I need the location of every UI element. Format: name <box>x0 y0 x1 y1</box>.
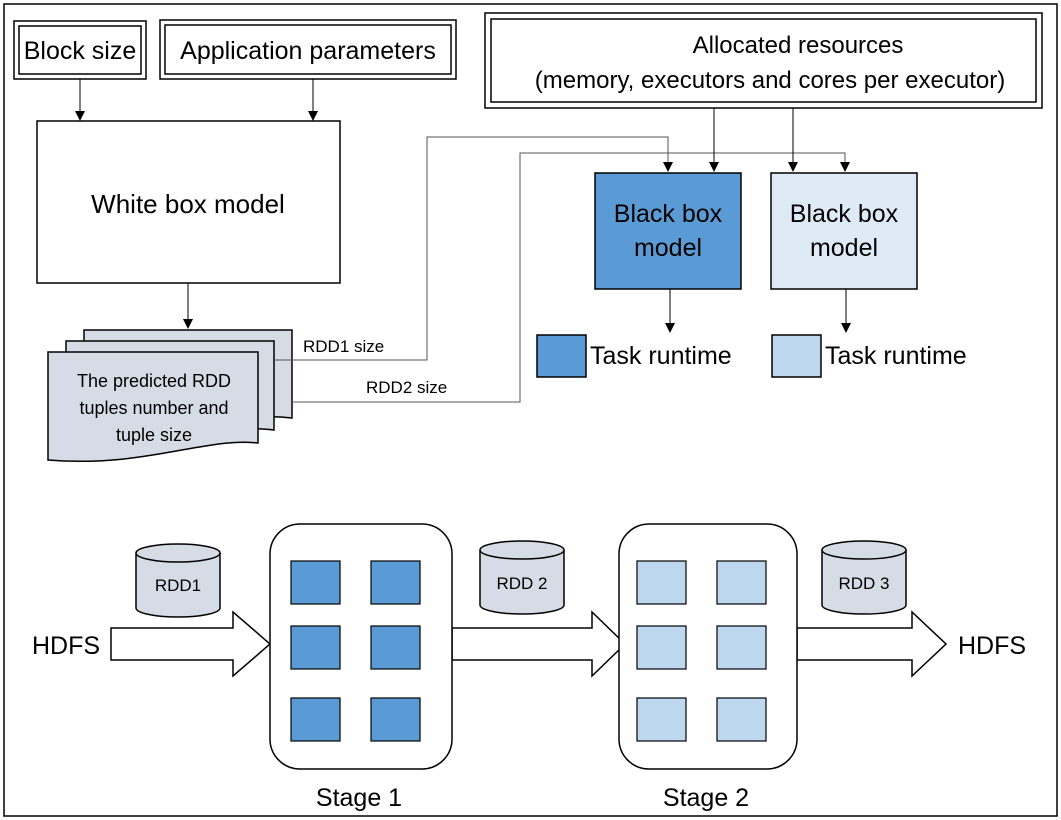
task-runtime-1: Task runtime <box>536 334 732 378</box>
stage1-task <box>370 697 421 742</box>
hdfs-to-stage1-arrow <box>110 610 272 678</box>
allocated-resources-title: Allocated resources <box>693 32 904 59</box>
rdd2-size-connector <box>292 152 850 403</box>
application-parameters-label: Application parameters <box>180 37 436 65</box>
rdd1-cylinder: RDD1 <box>135 543 221 618</box>
rdd1-size-connector <box>275 136 673 361</box>
prediction-line-3: tuple size <box>116 425 192 445</box>
black-box-model-2: Black box model <box>770 172 918 290</box>
black-box-model-1: Black box model <box>594 172 742 290</box>
hdfs-output-label: HDFS <box>958 632 1026 660</box>
stage1-to-stage2-arrow <box>451 610 627 678</box>
rdd3-cylinder: RDD 3 <box>821 540 907 615</box>
stage2-task <box>716 625 767 670</box>
stage2-to-hdfs-arrow <box>796 610 948 678</box>
rdd1-label: RDD1 <box>155 576 201 595</box>
prediction-line-2: tuples number and <box>79 398 228 418</box>
rdd2-label: RDD 2 <box>496 574 547 593</box>
stage2-task <box>716 560 767 605</box>
stage2-task <box>636 697 687 742</box>
black-box-model-1-line2: model <box>634 234 702 262</box>
prediction-line-1: The predicted RDD <box>77 371 231 391</box>
allocated-resources-detail: (memory, executors and cores per executo… <box>535 67 1005 94</box>
predicted-rdd-documents: The predicted RDD tuples number and tupl… <box>47 329 293 463</box>
stage1-task <box>290 560 341 605</box>
stage1-task <box>290 625 341 670</box>
rdd3-label: RDD 3 <box>838 574 889 593</box>
task-runtime-2-label: Task runtime <box>825 342 967 370</box>
black-box-model-1-line1: Black box <box>614 200 723 228</box>
block-size-box: Block size <box>13 20 147 80</box>
task-runtime-1-label: Task runtime <box>590 342 732 370</box>
stage-1 <box>269 523 453 770</box>
task-runtime-1-swatch <box>536 334 587 378</box>
black-box-model-2-line2: model <box>810 234 878 262</box>
stage-1-label: Stage 1 <box>316 784 402 812</box>
application-parameters-box: Application parameters <box>159 19 457 80</box>
stage1-task <box>290 697 341 742</box>
stage1-task <box>370 625 421 670</box>
stage1-task <box>370 560 421 605</box>
rdd2-size-label: RDD2 size <box>366 378 447 397</box>
black-box-model-2-line1: Black box <box>790 200 899 228</box>
allocated-resources-box: Allocated resources (memory, executors a… <box>484 12 1043 109</box>
block-size-label: Block size <box>24 37 137 65</box>
white-box-model-label: White box model <box>91 189 285 219</box>
stage-2-label: Stage 2 <box>663 784 749 812</box>
hdfs-input-label: HDFS <box>32 632 100 660</box>
stage-2 <box>618 523 798 770</box>
white-box-model: White box model <box>36 120 341 284</box>
task-runtime-2: Task runtime <box>771 334 967 378</box>
stage2-task <box>636 560 687 605</box>
stage2-task <box>716 697 767 742</box>
stage2-task <box>636 625 687 670</box>
rdd1-size-label: RDD1 size <box>303 337 384 356</box>
rdd2-cylinder: RDD 2 <box>479 540 565 615</box>
task-runtime-2-swatch <box>771 334 822 378</box>
